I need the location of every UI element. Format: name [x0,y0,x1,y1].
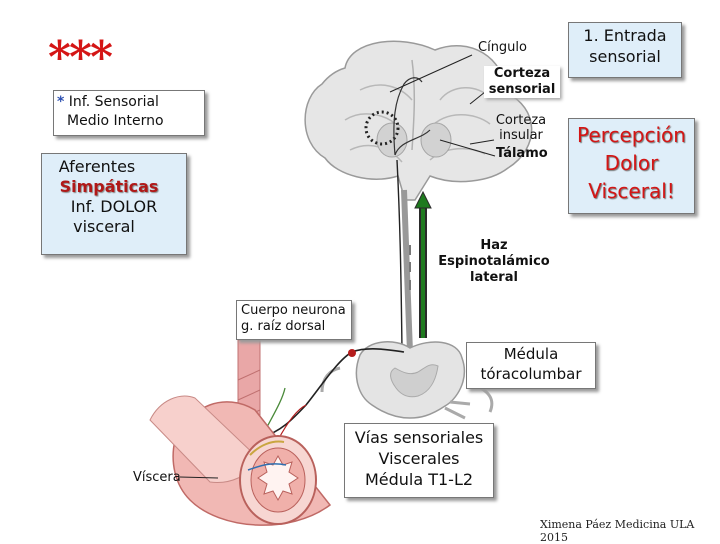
label-corteza-sensorial-2: sensorial [488,82,556,97]
label-corteza-insular-2: insular [499,128,543,143]
inf-sensorial-line2: Medio Interno [67,113,164,129]
aferentes-line4: visceral [73,217,135,236]
label-corteza-insular: Corteza insular [490,113,552,143]
percepcion-line2: Dolor [604,151,659,175]
spinal-cord-section [320,341,494,420]
label-corteza-sensorial: Corteza sensorial [484,66,560,98]
aferentes-line2: Simpáticas [59,177,159,196]
inf-sensorial-box: * Inf. Sensorial Medio Interno [53,90,205,136]
medula-line2: tóracolumbar [480,365,582,383]
bullet-star: * [57,94,65,110]
label-haz-1: Haz [480,238,508,253]
label-haz-2: Espinotalámico [438,254,550,269]
aferentes-line3: Inf. DOLOR [70,197,158,216]
aferentes-box: Aferentes Simpáticas Inf. DOLOR visceral [41,153,187,255]
viscera-organ [149,395,332,526]
label-viscera: Víscera [133,470,181,485]
label-haz-espinotalamico: Haz Espinotalámico lateral [432,238,556,286]
aferentes-line1: Aferentes [58,157,136,176]
entrada-sensorial-box: 1. Entrada sensorial [568,22,682,78]
label-haz-3: lateral [470,270,518,285]
vias-line3: Médula T1-L2 [364,470,474,489]
cuerpo-line1: Cuerpo neurona [241,303,346,318]
label-talamo: Tálamo [496,146,548,161]
footer-credit: Ximena Páez Medicina ULA 2015 [540,518,695,544]
medula-box: Médula tóracolumbar [466,342,596,389]
percepcion-line1: Percepción [577,123,686,147]
percepcion-line3: Visceral! [588,179,675,203]
vias-sensoriales-box: Vías sensoriales Viscerales Médula T1-L2 [344,423,494,498]
inf-sensorial-line1: Inf. Sensorial [68,94,159,110]
brain-section [304,40,533,201]
stars-marker: *** [48,32,113,83]
label-corteza-insular-1: Corteza [495,113,547,128]
entrada-line1: 1. Entrada [583,26,667,45]
vias-line1: Vías sensoriales [354,428,484,447]
entrada-line2: sensorial [589,47,661,66]
cuerpo-neurona-box: Cuerpo neurona g. raíz dorsal [236,300,352,340]
medula-line1: Médula [503,345,559,363]
ascending-pathway-arrow [414,190,432,338]
percepcion-box: Percepción Dolor Visceral! [568,118,695,214]
vias-line2: Viscerales [378,449,460,468]
label-cingulo: Cíngulo [478,40,527,55]
label-corteza-sensorial-1: Corteza [493,66,551,81]
cuerpo-line2: g. raíz dorsal [241,319,326,334]
